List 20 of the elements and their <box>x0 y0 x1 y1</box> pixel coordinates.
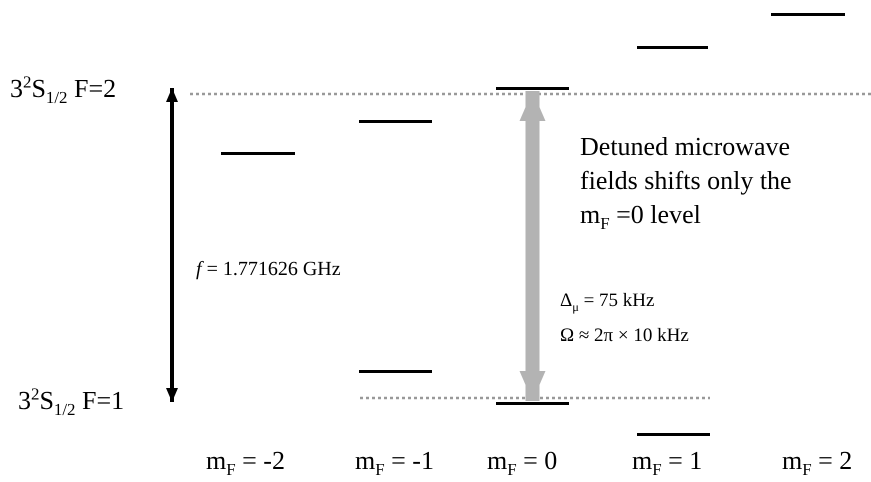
quantum-number-label: m$_{F}$ = -1 <box>355 446 434 476</box>
detuning-label: Δ$_{μ}$ = 75 kHz <box>560 290 654 312</box>
level-label: 3$^{2}$S$_{1/2}$ F=1 <box>18 386 124 416</box>
energy-level-line <box>221 152 295 155</box>
quantum-number-label: m$_{F}$ = 0 <box>487 446 558 476</box>
energy-level-line <box>359 120 432 123</box>
annotation-text: Detuned microwave fields shifts only the m$_{F}$ =0 level <box>580 131 793 232</box>
energy-level-line <box>496 87 569 90</box>
energy-level-line <box>359 370 432 373</box>
rabi-frequency-label: Ω ≈ 2π × 10 kHz <box>560 325 689 347</box>
quantum-number-label: m$_{F}$ = 1 <box>632 446 702 476</box>
energy-level-line <box>496 402 569 405</box>
level-label: 3$^{2}$S$_{1/2}$ F=2 <box>10 74 116 104</box>
energy-level-line <box>637 46 708 49</box>
frequency-label: f = 1.771626 GHz <box>196 258 341 281</box>
quantum-number-label: m$_{F}$ = -2 <box>206 446 285 476</box>
energy-level-line <box>771 13 845 16</box>
energy-level-line <box>637 433 710 436</box>
quantum-number-label: m$_{F}$ = 2 <box>782 446 852 476</box>
double-arrow <box>520 91 546 401</box>
